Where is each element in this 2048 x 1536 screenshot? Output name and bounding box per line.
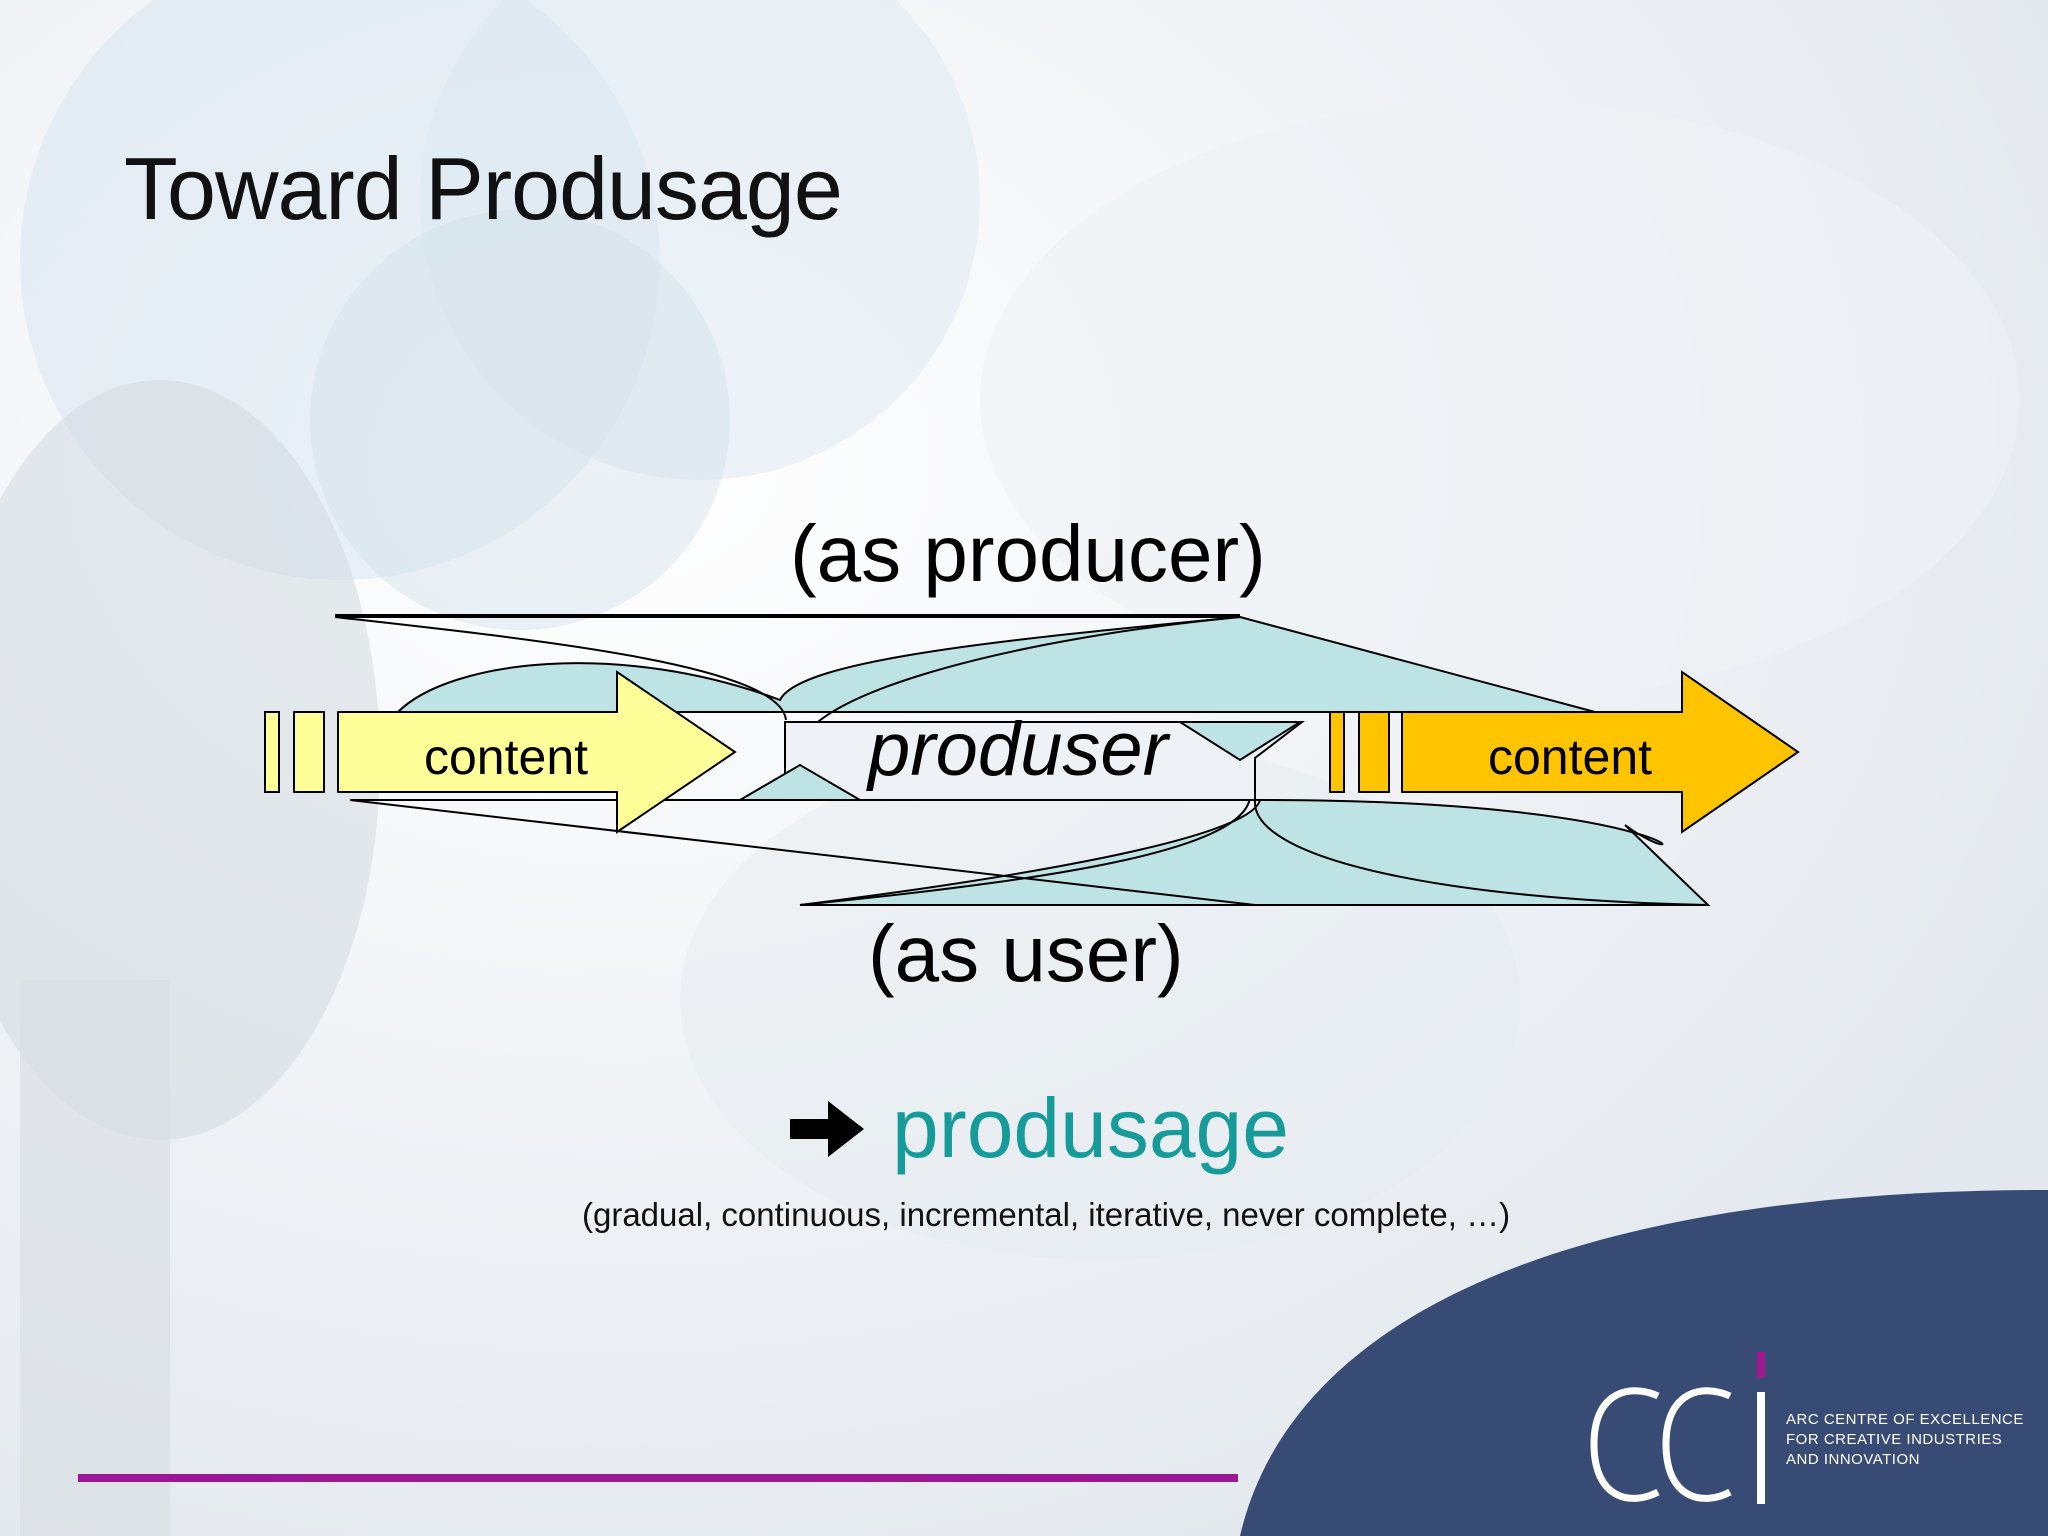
- cci-logo-icon: [1590, 1352, 1765, 1504]
- right-bar-1: [1329, 711, 1345, 793]
- produser-label: produser: [868, 707, 1168, 792]
- as-user-label: (as user): [868, 909, 1184, 998]
- result-row: produsage: [790, 1080, 1289, 1177]
- logo-line-1: ARC CENTRE OF EXCELLENCE: [1786, 1411, 2024, 1428]
- cci-logo-text: ARC CENTRE OF EXCELLENCE FOR CREATIVE IN…: [1786, 1410, 2024, 1470]
- as-producer-label: (as producer): [790, 509, 1266, 598]
- user-loop: [350, 799, 1711, 906]
- user-crossing: [349, 789, 1709, 906]
- content-arrow-right: [1401, 670, 1800, 834]
- logo-line-3: AND INNOVATION: [1786, 1451, 1920, 1468]
- content-right-label: content: [1488, 729, 1653, 785]
- content-left-label: content: [424, 729, 589, 785]
- slide-title: Toward Produsage: [124, 139, 843, 238]
- arrow-right-icon: [790, 1100, 864, 1157]
- qualifiers-text: (gradual, continuous, incremental, itera…: [582, 1196, 1511, 1233]
- produsage-term: produsage: [892, 1081, 1289, 1175]
- left-bar-1: [264, 711, 280, 793]
- right-bar-2: [1358, 711, 1390, 793]
- producer-loop: [335, 616, 1596, 713]
- notch-bottom: [736, 763, 864, 801]
- logo-line-2: FOR CREATIVE INDUSTRIES: [1786, 1431, 2003, 1448]
- bottom-rule: [78, 1474, 1238, 1482]
- left-bar-2: [293, 711, 325, 793]
- notch-top: [1176, 721, 1304, 762]
- content-arrow-left: [337, 670, 737, 834]
- cci-logo: ARC CENTRE OF EXCELLENCE FOR CREATIVE IN…: [1580, 1344, 2030, 1514]
